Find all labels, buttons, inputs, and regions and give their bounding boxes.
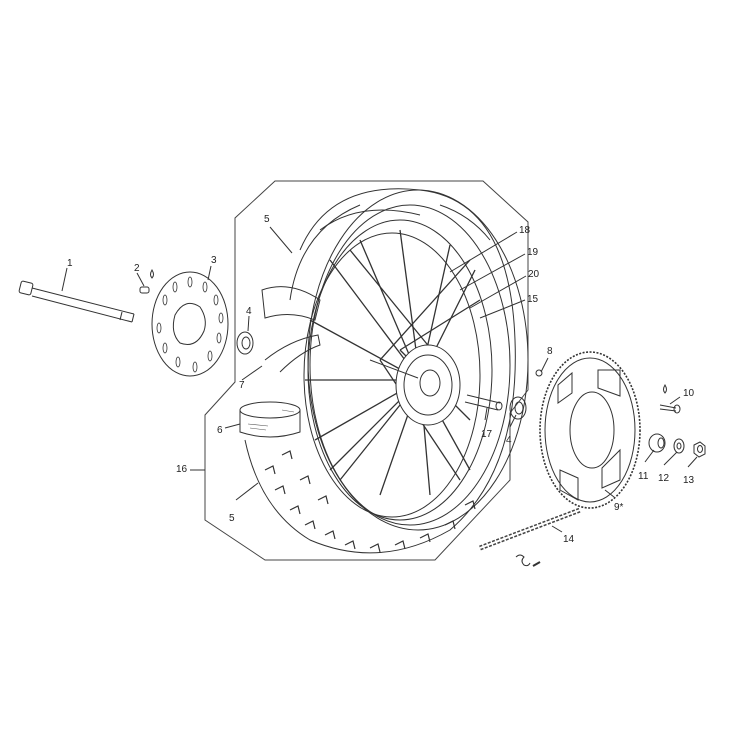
chain-part-14 [479,507,581,567]
nut-part-13 [693,441,706,458]
callout-16: 16 [176,464,188,475]
callout-3: 3 [211,255,217,266]
brake-disc-part-3 [151,265,229,377]
callout-19: 19 [527,247,539,258]
callout-4-right: 4 [506,435,512,446]
wheel-group-outline [204,180,529,561]
callout-17: 17 [481,429,493,440]
axle-part-1 [18,267,135,323]
inner-tube-part-6 [224,401,301,438]
callout-1: 1 [67,258,73,269]
washer-part-12 [673,438,685,454]
tyre-part-5 [235,188,516,554]
callout-15: 15 [527,294,539,305]
sprocket-screw-part-10 [659,384,681,414]
sprocket-part-9 [539,351,641,509]
callout-7: 7 [239,380,245,391]
rim-band-part-7 [241,286,321,381]
callout-8: 8 [547,346,553,357]
callout-13: 13 [683,475,695,486]
callout-18: 18 [519,225,531,236]
callout-14: 14 [563,534,575,545]
hub [369,344,461,426]
bearing-spacer-part-17 [464,394,503,411]
callout-5-bottom: 5 [229,513,235,524]
callout-5-top: 5 [264,214,270,225]
callout-6: 6 [217,425,223,436]
callout-12: 12 [658,473,670,484]
disc-screw-part-2 [136,269,154,294]
callout-20: 20 [528,269,540,280]
nut-part-8 [535,369,543,377]
callout-9: 9* [614,502,624,513]
bearing-part-4-right [509,396,527,420]
callout-2: 2 [134,263,140,274]
spacer-part-11 [648,433,666,453]
callout-4-left: 4 [246,306,252,317]
leader-lines [449,231,698,533]
bearing-part-4-left [236,315,254,355]
callout-10: 10 [683,388,695,399]
callout-11: 11 [638,471,649,482]
